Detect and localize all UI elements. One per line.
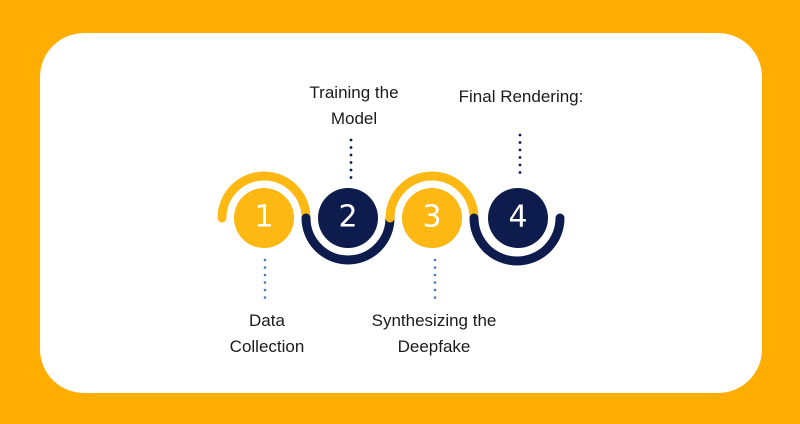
step-1-circle (234, 188, 294, 248)
step-2-circle (318, 188, 378, 248)
step-4-label: Final Rendering: (446, 84, 596, 110)
step-2: 2 (301, 188, 395, 265)
step-4-circle (488, 188, 548, 248)
step-1-label: Data Collection (215, 308, 319, 360)
step-2-label-line-1: Training the (309, 83, 399, 102)
step-3-label: Synthesizing the Deepfake (353, 308, 515, 360)
step-4-label-line-1: Final Rendering: (458, 87, 584, 106)
step-3-label-line-2: Deepfake (397, 337, 471, 356)
step-3-circle (402, 188, 462, 248)
step-3: 3 (385, 171, 479, 248)
step-1: 1 (217, 171, 311, 248)
step-3-arc (385, 171, 479, 223)
step-1-arc (217, 171, 311, 223)
step-2-label-line-2: Model (330, 109, 378, 128)
step-3-number: 3 (422, 200, 441, 235)
step-1-number: 1 (254, 200, 273, 235)
step-2-arc (301, 213, 395, 265)
step-4-arc (469, 213, 565, 266)
step-4: 4 (469, 188, 565, 266)
content-card (40, 33, 762, 393)
step-1-label-line-2: Collection (229, 337, 305, 356)
step-1-label-line-1: Data (249, 311, 285, 330)
step-4-number: 4 (508, 200, 527, 235)
step-2-label: Training the Model (289, 80, 419, 132)
step-3-label-line-1: Synthesizing the (371, 311, 497, 330)
step-2-number: 2 (338, 200, 357, 235)
